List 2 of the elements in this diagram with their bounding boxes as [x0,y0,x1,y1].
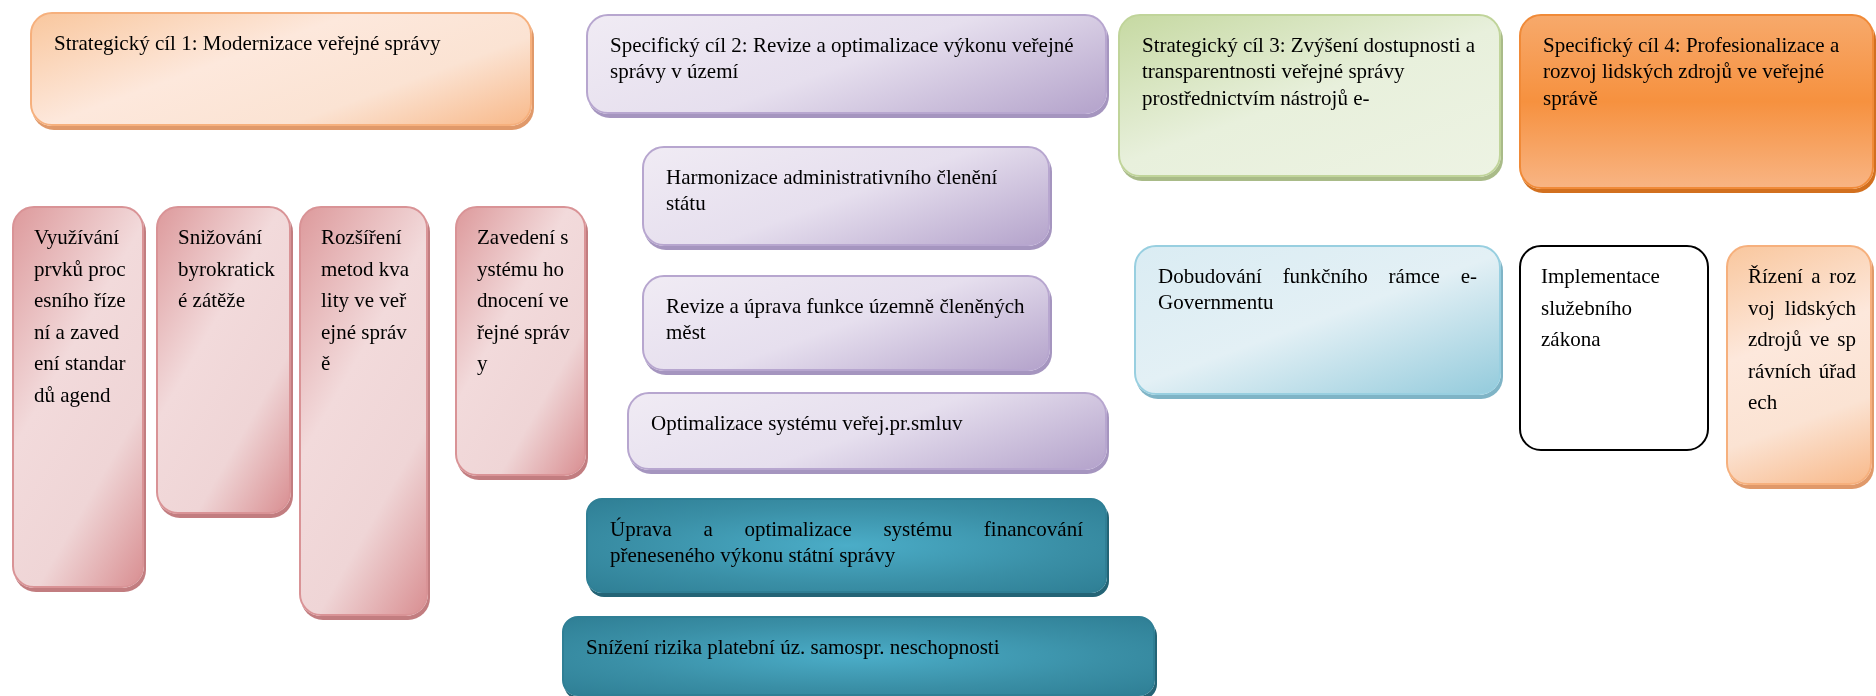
measure-box: Implementace služebního zákona [1519,245,1709,451]
measure-box: Snížení rizika platební úz. samospr. neschopnosti [562,616,1155,696]
